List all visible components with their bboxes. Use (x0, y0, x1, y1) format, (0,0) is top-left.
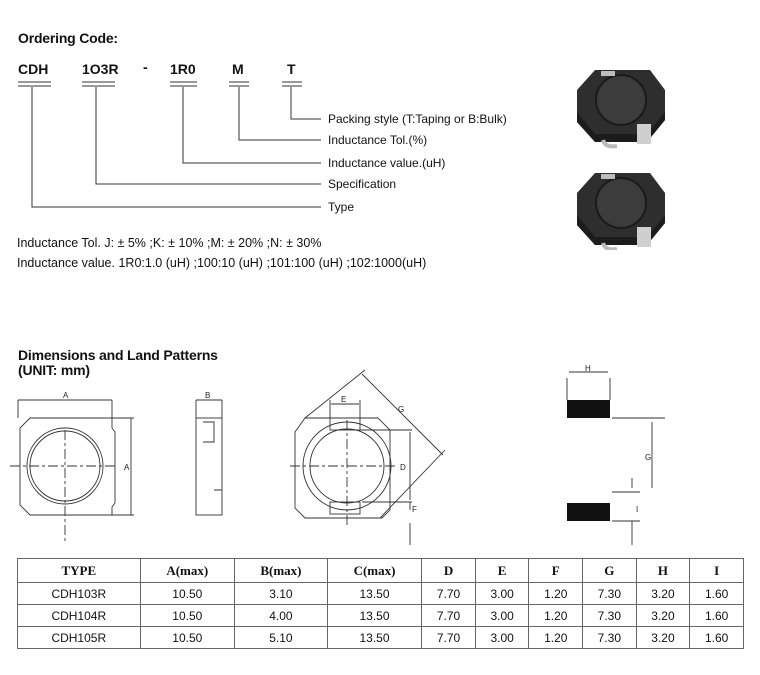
table-cell: 13.50 (326, 626, 423, 649)
dimension-labels: A A B E D F G H G I (63, 364, 651, 514)
table-cell: 1.20 (528, 582, 584, 605)
tolerance-note: Inductance Tol. J: ± 5% ;K: ± 10% ;M: ± … (17, 236, 322, 250)
table-cell: 7.70 (421, 626, 476, 649)
table-cell: 1.60 (689, 626, 744, 649)
code-packing: T (287, 61, 296, 77)
table-cell: 10.50 (139, 582, 235, 605)
table-cell: 13.50 (326, 604, 423, 627)
dim-label-i: I (636, 505, 638, 514)
label-spec: Specification (328, 177, 397, 191)
table-cell: 1.20 (528, 626, 584, 649)
table-cell: CDH104R (17, 604, 141, 627)
inductance-note: Inductance value. 1R0:1.0 (uH) ;100:10 (… (17, 256, 427, 270)
header-b: B(max) (233, 558, 328, 583)
inductor-photo-1 (577, 70, 665, 149)
table-cell: 10.50 (139, 604, 235, 627)
header-h: H (635, 558, 691, 583)
table-cell: 3.10 (233, 582, 328, 605)
code-type: CDH (18, 61, 49, 77)
land-pad-bottom (567, 503, 610, 521)
table-cell: 3.20 (635, 604, 691, 627)
dim-label-a-top: A (63, 391, 69, 400)
label-type: Type (328, 200, 355, 214)
side-view-drawing (195, 399, 223, 516)
dim-label-e: E (341, 395, 346, 404)
land-pattern-drawing (566, 371, 665, 545)
code-inductance: 1R0 (170, 61, 196, 77)
table-cell: 7.70 (421, 604, 476, 627)
table-cell: 3.00 (474, 626, 530, 649)
front-view-drawing (10, 399, 134, 542)
table-cell: 10.50 (139, 626, 235, 649)
dim-label-b: B (205, 391, 210, 400)
table-cell: 1.60 (689, 604, 744, 627)
land-pad-top (567, 400, 610, 418)
header-d: D (421, 558, 476, 583)
table-cell: 3.00 (474, 582, 530, 605)
table-cell: 13.50 (326, 582, 423, 605)
table-cell: 1.60 (689, 582, 744, 605)
dim-label-h: H (585, 364, 591, 373)
inductor-photo-2 (577, 173, 665, 250)
table-cell: CDH105R (17, 626, 141, 649)
header-c: C(max) (326, 558, 423, 583)
table-header-row: TYPE A(max) B(max) C(max) D E F G H I (17, 558, 744, 583)
ordering-code-title: Ordering Code: (18, 30, 118, 46)
table-cell: 1.20 (528, 604, 584, 627)
dim-label-a-side: A (124, 463, 130, 472)
table-cell: 3.00 (474, 604, 530, 627)
table-cell: 3.20 (635, 582, 691, 605)
code-spec: 1O3R (82, 61, 119, 77)
dim-label-g-angled: G (398, 405, 404, 414)
dim-label-f: F (412, 505, 417, 514)
inductor-product-photos (577, 70, 665, 250)
table-cell: 3.20 (635, 626, 691, 649)
dimensions-title: Dimensions and Land Patterns (18, 347, 218, 363)
header-f: F (528, 558, 584, 583)
header-type: TYPE (17, 558, 141, 583)
table-cell: 5.10 (233, 626, 328, 649)
table-cell: CDH103R (17, 582, 141, 605)
header-i: I (689, 558, 744, 583)
header-e: E (474, 558, 530, 583)
code-tolerance: M (232, 61, 244, 77)
angled-view-drawing (290, 369, 446, 545)
table-cell: 7.30 (582, 582, 637, 605)
table-cell: 7.30 (582, 604, 637, 627)
table-cell: 7.70 (421, 582, 476, 605)
table-cell: 4.00 (233, 604, 328, 627)
label-inductance: Inductance value.(uH) (328, 156, 446, 170)
unit-label: (UNIT: mm) (18, 362, 90, 378)
dimensions-table: TYPE A(max) B(max) C(max) D E F G H I CD… (17, 558, 744, 649)
header-a: A(max) (139, 558, 235, 583)
header-g: G (582, 558, 637, 583)
code-dash: - (143, 59, 148, 75)
dim-label-g-land: G (645, 453, 651, 462)
dimension-drawings: A A B E D F G H G I (10, 364, 665, 545)
ordering-code-leader-lines (18, 81, 321, 208)
label-tolerance: Inductance Tol.(%) (328, 133, 428, 147)
label-packing: Packing style (T:Taping or B:Bulk) (328, 112, 507, 126)
dim-label-d: D (400, 463, 406, 472)
table-cell: 7.30 (582, 626, 637, 649)
